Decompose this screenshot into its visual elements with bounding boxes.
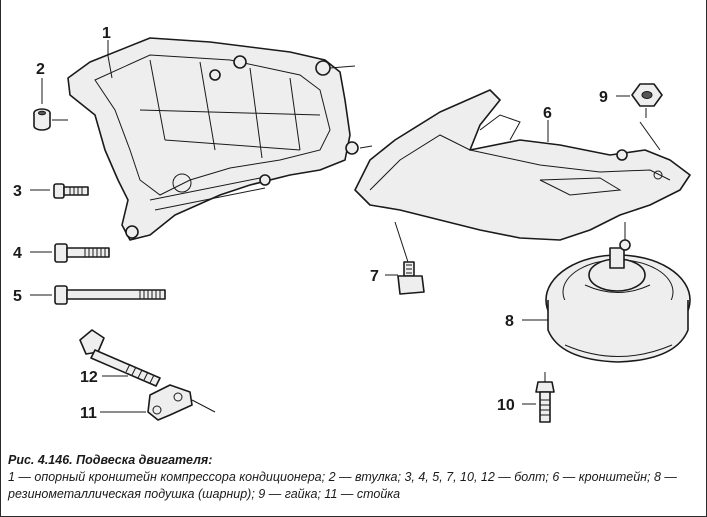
bolt-12 xyxy=(79,329,161,387)
figure-caption: Рис. 4.146. Подвеска двигателя: 1 — опор… xyxy=(8,452,698,503)
rubber-metal-mount xyxy=(545,239,691,363)
callout-7: 7 xyxy=(370,268,379,285)
bolt-4 xyxy=(54,243,110,263)
callout-5: 5 xyxy=(13,288,22,305)
bolt-3 xyxy=(53,183,89,199)
leader-lines xyxy=(30,40,630,413)
caption-text: 1 — опорный кронштейн компрессора кондиц… xyxy=(8,470,677,501)
callout-10: 10 xyxy=(497,397,515,414)
callout-8: 8 xyxy=(505,313,514,330)
stand xyxy=(147,384,216,421)
compressor-bracket xyxy=(67,37,373,241)
callout-11: 11 xyxy=(80,405,97,422)
callout-3: 3 xyxy=(13,183,22,200)
caption-title: Рис. 4.146. Подвеска двигателя: xyxy=(8,453,213,467)
bolt-5 xyxy=(54,285,166,305)
callout-4: 4 xyxy=(13,245,22,262)
bolt-10 xyxy=(535,372,555,423)
callout-12: 12 xyxy=(80,369,98,386)
bolt-7 xyxy=(394,221,425,295)
callout-6: 6 xyxy=(543,105,552,122)
callout-2: 2 xyxy=(36,61,45,78)
nut xyxy=(631,83,663,151)
bracket-6 xyxy=(354,89,691,241)
callout-9: 9 xyxy=(599,89,608,106)
callout-1: 1 xyxy=(102,25,111,42)
bushing xyxy=(33,108,68,131)
engine-mount-drawing: 1 2 3 4 5 6 7 8 9 10 11 12 xyxy=(13,25,691,423)
